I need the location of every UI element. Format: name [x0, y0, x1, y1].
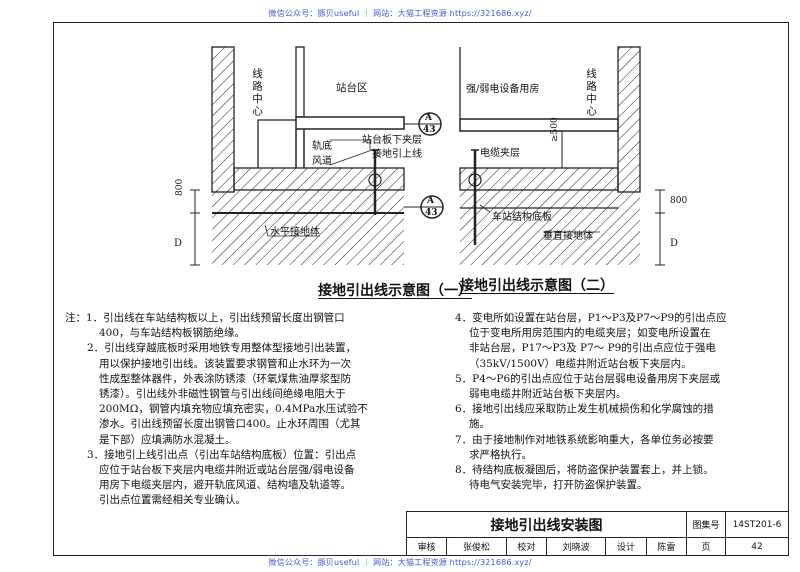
page-label: 页	[686, 537, 726, 556]
reviewer-name: 张俊松	[446, 537, 507, 556]
right-wall-2	[617, 46, 641, 193]
duct-label-1: 轨底	[312, 141, 332, 152]
note-line: 渗水。引出线预留长度出钢管口400。止水环周围（尤其	[99, 418, 361, 431]
note-line: 7．由于接地制作对地铁系统影响重大，各单位务必按要	[455, 433, 714, 446]
soil-hatch-2	[460, 190, 640, 265]
note-line: 施。	[469, 418, 490, 431]
lower-layer-label: 站台板下夹层	[362, 135, 422, 146]
caption-diagram-1: 接地引出线示意图（一）	[318, 283, 472, 299]
note-line: 6．接地引出线应采取防止发生机械损伤和化学腐蚀的措	[455, 403, 714, 416]
callout-bottom-letter: A	[427, 196, 434, 206]
page-number: 42	[725, 537, 789, 556]
note-line: 2．引出线穿越底板时采用地铁专用整体型接地引出装置，	[87, 342, 357, 355]
duct-label-2: 风道	[312, 156, 332, 167]
note-line: 8．待结构底板凝固后，将防盗保护装置套上，并上锁。	[455, 464, 714, 477]
drawing-frame	[53, 22, 789, 556]
note-line: 注：1．引出线在车站结构板以上，引出线预留长度出钢管口	[65, 312, 345, 324]
callout-bottom-number: 43	[425, 208, 438, 218]
cable-interlayer-label: 电缆夹层	[480, 148, 520, 159]
dim-d-label-1: D	[174, 238, 183, 249]
floor-slab-1	[233, 167, 405, 191]
platform-area-label: 站台区	[336, 82, 368, 94]
caption-diagram-2: 接地引出线示意图（二）	[460, 278, 614, 294]
note-line: 用房下电缆夹层内，避开轨底风道、结构墙及轨道等。	[99, 479, 351, 492]
note-line: 弱电电缆井附近站台板下夹层内。	[469, 388, 627, 401]
ground-lead-label: 接地引上线	[372, 149, 422, 160]
callout-top-letter: A	[425, 113, 432, 123]
note-line: 200MΩ，钢管内填充物应填充密实，0.4MPa水压试验不	[99, 403, 368, 416]
callout-top-number: 43	[423, 125, 436, 135]
note-line: 非站台层，P17～P3及 P7～ P9的引出点应位于强电	[469, 342, 716, 355]
platform-board-1	[295, 116, 405, 130]
note-line: 3．接地引上线引出点（引出车站结构底板）位置：引出点	[87, 448, 357, 461]
notes-right: 4．变电所如设置在站台层，P1～P3及P7～P9的引出点应 位于变电所用房范围内…	[455, 311, 727, 493]
atlas-label: 图集号	[686, 511, 726, 538]
note-line: （35kV/1500V）电缆井附近站台板下夹层内。	[469, 357, 692, 370]
atlas-number: 14ST201-6	[725, 511, 789, 538]
floor-slab-2	[459, 167, 619, 191]
designer-name: 陈雷	[645, 537, 688, 556]
note-line: 待电气安装完毕，打开防盗保护装置。	[469, 479, 648, 492]
design-label: 设计	[605, 537, 647, 556]
platform-board-2	[459, 118, 619, 132]
note-line: 锈漆）。引出线外非磁性钢管与引出线间绝缘电阻大于	[99, 388, 346, 401]
callout-a43-bottom	[404, 195, 444, 219]
note-line: 性成型整体器件，外表涂防锈漆（环氧煤焦油厚浆型防	[99, 372, 351, 385]
note-line: 求严格执行。	[469, 448, 532, 461]
dim-d-label-2: D	[670, 238, 679, 249]
note-line: 用以保护接地引出线。该装置要求钢管和止水环为一次	[99, 357, 351, 370]
notes-left: 注：1．引出线在车站结构板以上，引出线预留长度出钢管口 400，与车站结构板钢筋…	[65, 311, 368, 509]
note-line: 4．变电所如设置在站台层，P1～P3及P7～P9的引出点应	[455, 312, 727, 324]
dim-800-label-1: 800	[175, 178, 185, 196]
title-block: 接地引出线安装图 图集号 14ST201-6 审核 张俊松 校对 刘晓波 设计 …	[405, 511, 789, 556]
note-line: 5．P4～P6的引出点应位于站台层弱电设备用房下夹层或	[455, 372, 721, 385]
watermark-bottom: 微信公众号：豚贝useful ｜ 网站：大猫工程资源 https://32168…	[268, 558, 532, 567]
track-center-label-2: 线路中心	[585, 68, 597, 118]
note-line: 应位于站台板下夹层内电缆井附近或站台层强/弱电设备	[99, 464, 355, 477]
diagram1	[190, 46, 444, 266]
callout-a43-top	[404, 112, 442, 136]
note-line: 位于变电所用房范围内的电缆夹层；如变电所设置在	[469, 327, 711, 340]
diagram2	[459, 46, 665, 266]
station-floor-label: 车站结构底板	[492, 212, 552, 223]
check-label: 校对	[505, 537, 547, 556]
dim-500-label: ≥500	[550, 117, 560, 142]
note-line: 引出点位置需经相关专业确认。	[99, 494, 246, 507]
note-line: 是下部）应填满防水混凝土。	[99, 433, 236, 446]
track-center-label-1: 线路中心	[251, 68, 263, 118]
review-label: 审核	[405, 537, 448, 556]
dim-800-label-2: 800	[670, 196, 688, 206]
note-line: 400，与车站结构板钢筋绝缘。	[99, 327, 246, 340]
soil-hatch-1	[212, 190, 404, 265]
horizontal-ground-label: 水平接地体	[270, 227, 320, 238]
equipment-room-label: 强/弱电设备用房	[466, 84, 540, 95]
left-wall-1	[211, 46, 235, 193]
checker-name: 刘晓波	[545, 537, 607, 556]
drawing-title: 接地引出线安装图	[406, 511, 687, 538]
vertical-ground-label: 垂直接地体	[543, 231, 593, 242]
watermark-top: 微信公众号：豚贝useful ｜ 网站：大猫工程资源 https://32168…	[268, 9, 532, 18]
